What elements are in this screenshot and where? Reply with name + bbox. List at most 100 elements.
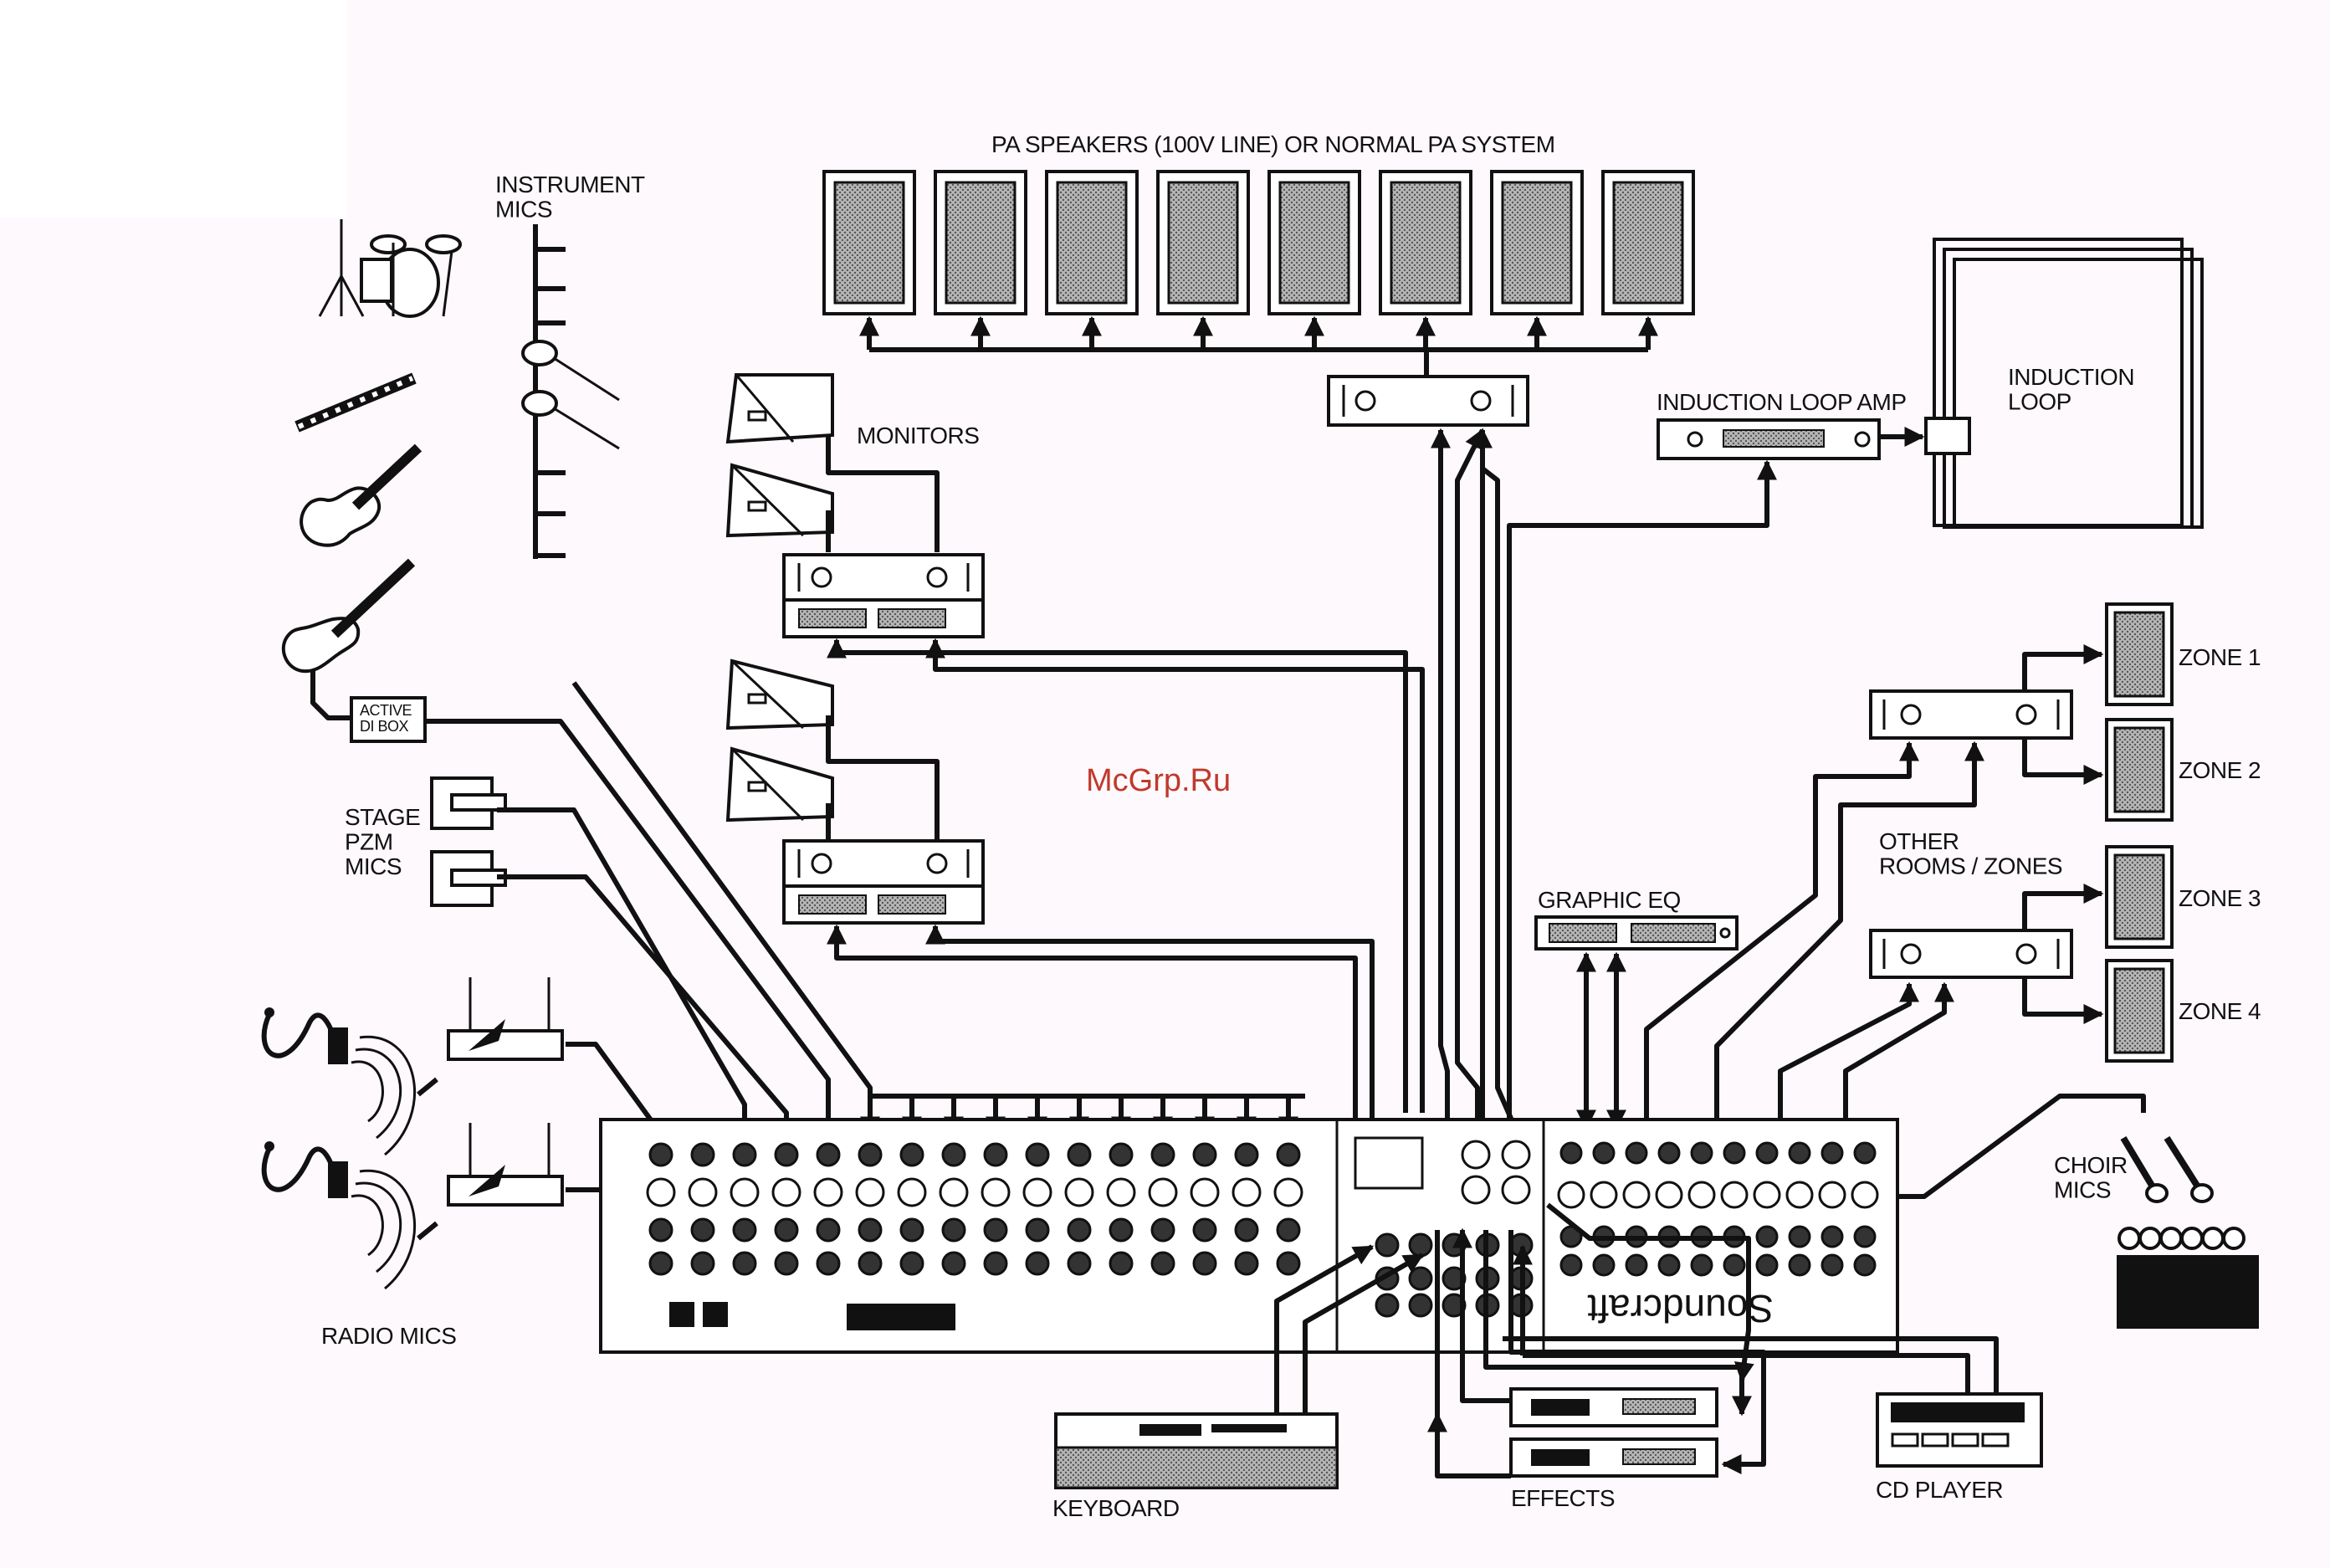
- console-jack: [692, 1253, 714, 1274]
- console-jack: [1624, 1182, 1649, 1207]
- console-jack: [985, 1144, 1006, 1166]
- effects-unit-icon: [1511, 1389, 1717, 1426]
- console-jack: [734, 1144, 755, 1166]
- console-jack: [943, 1219, 965, 1241]
- drum-kit-icon: [320, 219, 460, 316]
- speaker-icon: [935, 172, 1026, 314]
- console-jack: [1855, 1143, 1875, 1163]
- console-jack: [982, 1179, 1009, 1206]
- console-jack: [1027, 1219, 1048, 1241]
- console-jack: [1376, 1234, 1398, 1256]
- console-jack: [1787, 1182, 1812, 1207]
- console-jack: [1410, 1268, 1431, 1289]
- console-jack: [1594, 1255, 1614, 1275]
- speaker-icon: [1603, 172, 1693, 314]
- console-jack: [985, 1219, 1006, 1241]
- console-jack: [1790, 1143, 1810, 1163]
- console-jack: [1722, 1182, 1747, 1207]
- console-jack: [1659, 1143, 1679, 1163]
- zone-2-speaker: [2107, 720, 2172, 820]
- console-jack: [650, 1253, 672, 1274]
- console-jack: [901, 1144, 923, 1166]
- console-jack: [776, 1144, 797, 1166]
- console-jack: [692, 1144, 714, 1166]
- console-jack: [692, 1219, 714, 1241]
- console-jack: [1278, 1253, 1299, 1274]
- induction-loop-amp: [1658, 420, 1879, 459]
- zone-3-speaker: [2107, 847, 2172, 947]
- console-jack: [1689, 1182, 1714, 1207]
- console-jack: [1194, 1219, 1216, 1241]
- induction-loop-amp-label: INDUCTION LOOP AMP: [1657, 389, 1907, 415]
- console-jack: [940, 1179, 967, 1206]
- monitor-wedge-icon: [728, 661, 832, 728]
- console-jack: [1236, 1144, 1257, 1166]
- speaker-icon: [824, 172, 914, 314]
- console-jack: [1410, 1294, 1431, 1316]
- amplifier-icon: [1329, 377, 1528, 425]
- console-jack: [1757, 1143, 1777, 1163]
- console-jack: [1275, 1179, 1302, 1206]
- monitors-label: MONITORS: [857, 423, 979, 448]
- console-jack: [1561, 1255, 1581, 1275]
- console-jack: [734, 1253, 755, 1274]
- choir-icon: [2117, 1228, 2259, 1329]
- console-jack: [1068, 1253, 1090, 1274]
- console-jack: [1152, 1219, 1174, 1241]
- console-jack: [817, 1144, 839, 1166]
- console-jack: [1692, 1143, 1712, 1163]
- pa-speaker-row: [824, 172, 1693, 377]
- console-jack: [1822, 1255, 1842, 1275]
- console-jack: [1068, 1144, 1090, 1166]
- console-jack: [734, 1219, 755, 1241]
- console-jack: [1108, 1179, 1134, 1206]
- effects-unit-icon: [1511, 1439, 1717, 1476]
- radio-waves: [351, 1037, 437, 1289]
- console-jack: [859, 1144, 881, 1166]
- console-xlr-jack: [1503, 1141, 1529, 1168]
- console-jack: [817, 1253, 839, 1274]
- console-jack: [1066, 1179, 1093, 1206]
- console-jack: [1591, 1182, 1616, 1207]
- console-jack: [1110, 1219, 1132, 1241]
- console-jack: [1855, 1255, 1875, 1275]
- console-jack: [1659, 1255, 1679, 1275]
- console-jack: [817, 1219, 839, 1241]
- console-jack: [1278, 1219, 1299, 1241]
- zone-3-label: ZONE 3: [2179, 885, 2261, 911]
- console-jack: [1790, 1255, 1810, 1275]
- active-di-box-label: ACTIVEDI BOX: [360, 702, 412, 735]
- console-jack: [776, 1219, 797, 1241]
- console-jack: [1110, 1253, 1132, 1274]
- zone-amp-a: [1871, 691, 2071, 738]
- console-jack: [1191, 1179, 1218, 1206]
- console-jack: [901, 1219, 923, 1241]
- console-jack: [776, 1253, 797, 1274]
- console-xlr-jack: [1503, 1176, 1529, 1203]
- console-jack: [1757, 1227, 1777, 1247]
- zone-2-label: ZONE 2: [2179, 757, 2261, 783]
- zone-4-label: ZONE 4: [2179, 998, 2261, 1024]
- headset-mic-icon: [264, 1141, 348, 1198]
- acoustic-guitar-icon: [301, 448, 418, 546]
- console-jack: [1194, 1144, 1216, 1166]
- console-jack: [1110, 1144, 1132, 1166]
- monitor-wedge-icon: [728, 375, 832, 442]
- console-jack: [1024, 1179, 1051, 1206]
- effects-label: EFFECTS: [1511, 1485, 1615, 1511]
- graphic-eq-unit: [1536, 917, 1737, 949]
- console-jack: [1152, 1253, 1174, 1274]
- console-jack: [1068, 1219, 1090, 1241]
- console-jack: [1822, 1143, 1842, 1163]
- cd-player-icon: [1877, 1394, 2041, 1466]
- speaker-icon: [1047, 172, 1137, 314]
- console-jack: [1152, 1144, 1174, 1166]
- console-xlr-jack: [1462, 1176, 1489, 1203]
- console-jack: [1852, 1182, 1877, 1207]
- speaker-icon: [1158, 172, 1248, 314]
- console-jack: [648, 1179, 674, 1206]
- console-jack: [815, 1179, 842, 1206]
- console-jack: [1150, 1179, 1176, 1206]
